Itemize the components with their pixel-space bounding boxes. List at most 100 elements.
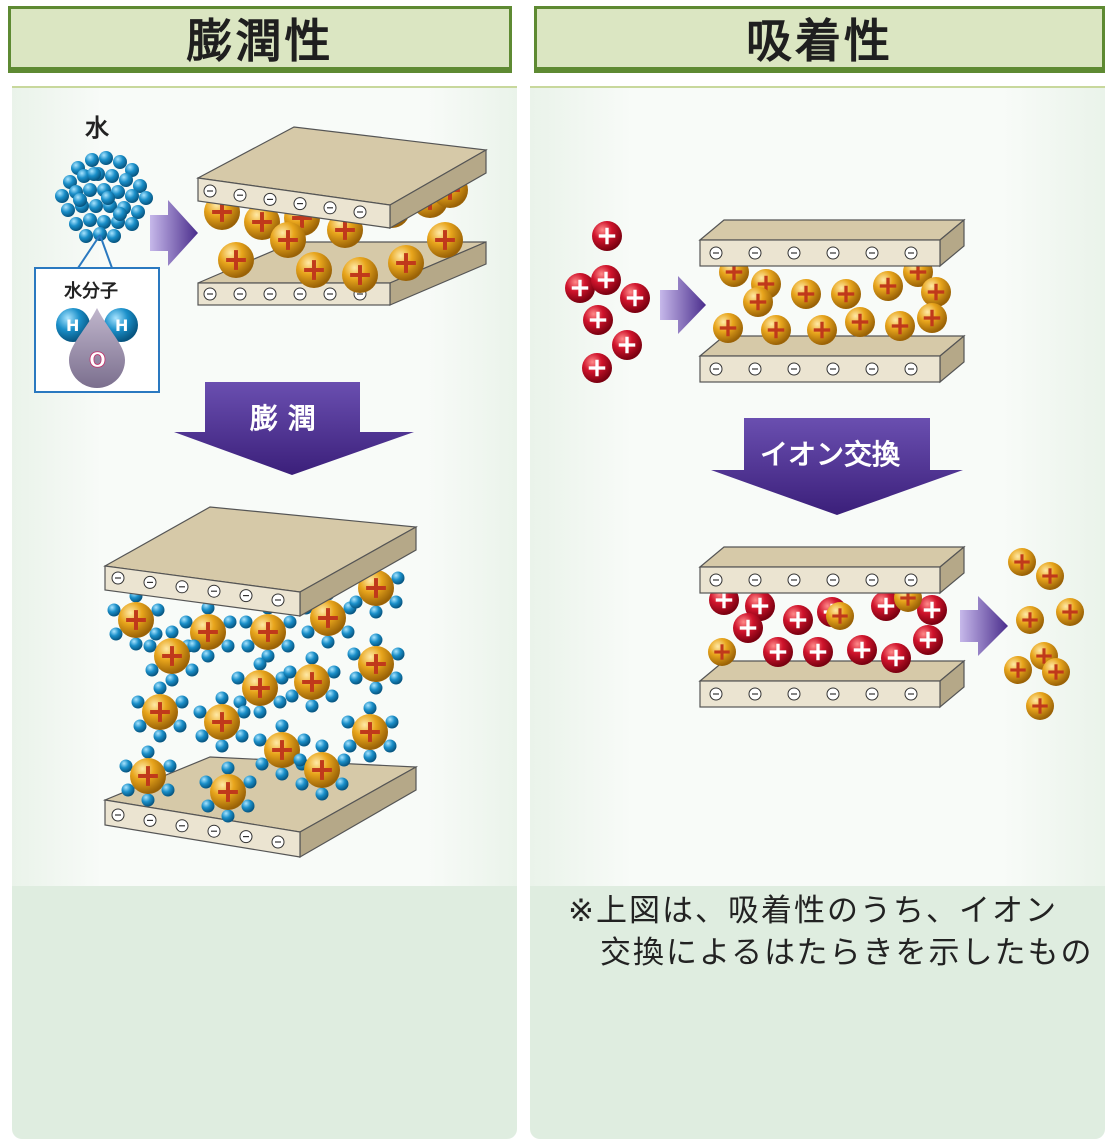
ion-exchange-arrow: イオン交換 (711, 418, 963, 515)
water-icon (83, 183, 97, 197)
swelling-input-arrow (150, 200, 198, 266)
water-icon (195, 729, 209, 743)
water-icon (253, 657, 267, 671)
cation-icon (244, 204, 280, 240)
swelling-title: 膨潤性 (8, 6, 512, 73)
water-icon (193, 705, 207, 719)
water-icon (243, 775, 257, 789)
water-icon (391, 571, 405, 585)
water-icon (273, 695, 287, 709)
cation-icon (250, 614, 286, 650)
svg-text:H: H (115, 316, 128, 335)
water-icon (253, 705, 267, 719)
footnote: ※上図は、吸着性のうち、イオン 交換によるはたらきを示したもの (568, 890, 1093, 974)
water-icon (201, 799, 215, 813)
water-icon (83, 213, 97, 227)
water-icon (173, 719, 187, 733)
water-molecule-label: 水分子 (64, 280, 118, 302)
cation-icon (310, 600, 346, 636)
water-icon (175, 695, 189, 709)
water-icon (125, 217, 139, 231)
water-icon (347, 647, 361, 661)
cation-icon (154, 638, 190, 674)
water-icon (141, 793, 155, 807)
water-icon (131, 205, 145, 219)
water-icon (125, 189, 139, 203)
cation-icon (708, 638, 736, 666)
water-icon (253, 733, 267, 747)
water-icon (101, 191, 115, 205)
water-icon (145, 663, 159, 677)
water-icon (163, 759, 177, 773)
cation-icon (591, 265, 621, 295)
water-icon (129, 637, 143, 651)
cation-icon (881, 643, 911, 673)
cation-icon (352, 714, 388, 750)
water-icon (369, 633, 383, 647)
cation-icon (264, 732, 300, 768)
water-icon (297, 733, 311, 747)
cation-icon (1016, 606, 1044, 634)
cation-icon (342, 257, 378, 293)
cation-icon (612, 330, 642, 360)
water-icon (255, 757, 269, 771)
water-icon (305, 699, 319, 713)
swelling-arrow: 膨 潤 (174, 382, 414, 475)
water-icon (161, 783, 175, 797)
water-icon (363, 749, 377, 763)
water-icon (69, 217, 83, 231)
water-icon (301, 625, 315, 639)
water-icon (305, 651, 319, 665)
clay-layers-before (196, 126, 488, 306)
water-icon (327, 665, 341, 679)
svg-text:イオン交換: イオン交換 (760, 438, 901, 471)
water-icon (107, 603, 121, 617)
water-icon (389, 671, 403, 685)
cation-icon (130, 758, 166, 794)
cation-icon (873, 271, 903, 301)
water-icon (141, 745, 155, 759)
water-icon (337, 753, 351, 767)
cation-icon (1036, 562, 1064, 590)
water-icon (261, 649, 275, 663)
water-icon (369, 605, 383, 619)
water-icon (113, 207, 127, 221)
water-icon (231, 671, 245, 685)
exchange-output-arrow (960, 596, 1008, 656)
water-icon (283, 615, 297, 629)
clay-layers-swollen (102, 506, 419, 859)
cation-icon (1004, 656, 1032, 684)
cation-icon (885, 311, 915, 341)
cation-cluster-incoming (565, 221, 650, 383)
water-icon (89, 199, 103, 213)
water-icon (363, 701, 377, 715)
cation-icon (582, 353, 612, 383)
water-icon (215, 739, 229, 753)
cation-icon (388, 245, 424, 281)
cation-icon (304, 752, 340, 788)
water-icon (179, 615, 193, 629)
cation-icon (190, 614, 226, 650)
water-icon (185, 663, 199, 677)
water-icon (93, 227, 107, 241)
cation-icon (921, 277, 951, 307)
water-icon (349, 595, 363, 609)
cation-icon (847, 635, 877, 665)
cation-icon (913, 625, 943, 655)
cation-icon (118, 602, 154, 638)
cation-icon (743, 287, 773, 317)
water-icon (131, 695, 145, 709)
water-icon (369, 681, 383, 695)
cation-icon (733, 613, 763, 643)
cation-icon (791, 279, 821, 309)
svg-text:膨 潤: 膨 潤 (249, 402, 316, 435)
water-icon (133, 719, 147, 733)
water-icon (383, 739, 397, 753)
water-icon (321, 635, 335, 649)
cation-icon (620, 283, 650, 313)
cation-icon (763, 637, 793, 667)
water-icon (349, 671, 363, 685)
cation-icon (565, 273, 595, 303)
water-icon (149, 627, 163, 641)
svg-text:H: H (66, 316, 79, 335)
